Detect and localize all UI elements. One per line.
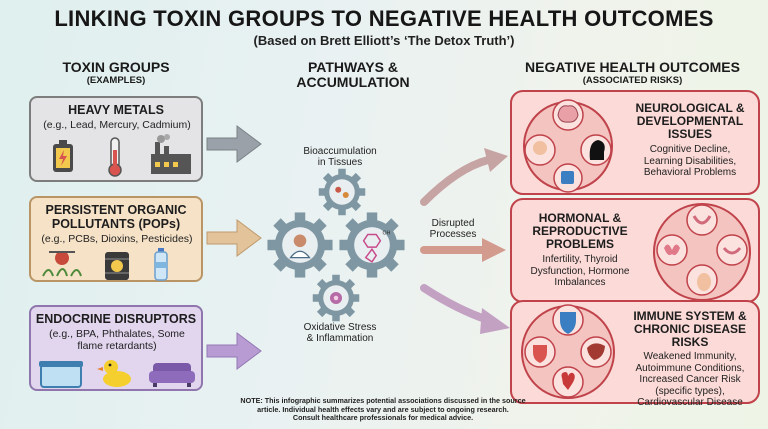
thermometer-icon [108, 137, 122, 177]
outcome-text: NEUROLOGICAL & DEVELOPMENTAL ISSUES Cogn… [635, 101, 745, 179]
disclaimer-note: NOTE: This infographic summarizes potent… [240, 396, 526, 422]
outcome-neurological-bg [510, 90, 760, 195]
pops-icons [42, 248, 168, 281]
outcome-neurological: NEUROLOGICAL & DEVELOPMENTAL ISSUES Cogn… [510, 90, 760, 195]
battery-icon [53, 140, 73, 172]
toxin-groups-header: TOXIN GROUPS (EXAMPLES) [29, 60, 203, 87]
heavy-metals-icons [53, 134, 191, 177]
outcome-hormonal-bg [510, 198, 760, 303]
group-examples-line1: (e.g., BPA, Phthalates, Some [49, 328, 185, 340]
toxin-groups-title: TOXIN GROUPS [62, 59, 170, 75]
group-title: HEAVY METALS [68, 103, 164, 117]
sofa-icon [149, 363, 195, 387]
arrow-heavy-metals [206, 125, 262, 163]
outcomes-header: NEGATIVE HEALTH OUTCOMES (ASSOCIATED RIS… [505, 60, 760, 87]
arrow-endocrine [206, 332, 262, 370]
outcome-hormonal: HORMONAL & REPRODUCTIVE PROBLEMS Inferti… [510, 198, 760, 303]
group-title-line2: POLLUTANTS (POPs) [51, 217, 181, 231]
scientist-gear [267, 212, 333, 278]
molecule-gear: OH [339, 212, 405, 278]
rubber-duck-icon [97, 360, 131, 387]
pathway-gears: OH [267, 168, 405, 322]
group-examples: (e.g., Lead, Mercury, Cadmium) [43, 119, 191, 131]
outcomes-title: NEGATIVE HEALTH OUTCOMES [525, 59, 740, 75]
group-title-line1: PERSISTENT ORGANIC [45, 203, 187, 217]
left-arrows [206, 125, 262, 370]
toxin-groups-subtitle: (EXAMPLES) [86, 75, 146, 86]
factory-icon [151, 134, 191, 174]
barrel-icon [105, 252, 129, 280]
toxin-group-endocrine-disruptors: ENDOCRINE DISRUPTORS (e.g., BPA, Phthala… [29, 305, 203, 391]
page-subtitle: (Based on Brett Elliott’s ‘The Detox Tru… [253, 33, 515, 48]
outcome-immune: IMMUNE SYSTEM & CHRONIC DISEASE RISKS We… [510, 300, 760, 408]
bioaccumulation-gear [318, 168, 366, 216]
right-arrows [420, 148, 510, 334]
outcome-text: HORMONAL & REPRODUCTIVE PROBLEMS Inferti… [530, 211, 630, 289]
outcome-text: IMMUNE SYSTEM & CHRONIC DISEASE RISKS We… [633, 309, 747, 409]
group-examples: (e.g., PCBs, Dioxins, Pesticides) [41, 233, 193, 245]
pathways-title-line1: PATHWAYS & [308, 59, 398, 75]
arrow-pops [206, 219, 262, 257]
page-title: LINKING TOXIN GROUPS TO NEGATIVE HEALTH … [54, 6, 714, 31]
outcomes-subtitle: (ASSOCIATED RISKS) [582, 75, 683, 86]
pathways-title-line2: ACCUMULATION [296, 74, 410, 90]
group-title: ENDOCRINE DISRUPTORS [35, 312, 197, 326]
outcome-immune-bg [510, 300, 760, 404]
oxidative-stress-gear [312, 274, 360, 322]
toxin-group-pops: PERSISTENT ORGANIC POLLUTANTS (POPs) (e.… [29, 196, 203, 282]
disrupted-processes-label: Disrupted Processes [429, 218, 477, 240]
sprayer-icon [42, 251, 82, 277]
pathways-header: PATHWAYS & ACCUMULATION [268, 60, 438, 90]
endocrine-icons [39, 360, 195, 388]
oxidative-stress-label: Oxidative Stress & Inflammation [303, 322, 377, 344]
food-container-icon [39, 361, 83, 388]
group-examples-line2: flame retardants) [77, 340, 157, 352]
bioaccumulation-label: Bioaccumulation in Tissues [303, 146, 377, 168]
molecule-oh-label: OH [383, 231, 391, 237]
toxin-group-heavy-metals: HEAVY METALS (e.g., Lead, Mercury, Cadmi… [29, 96, 203, 182]
water-bottle-icon [154, 248, 168, 281]
